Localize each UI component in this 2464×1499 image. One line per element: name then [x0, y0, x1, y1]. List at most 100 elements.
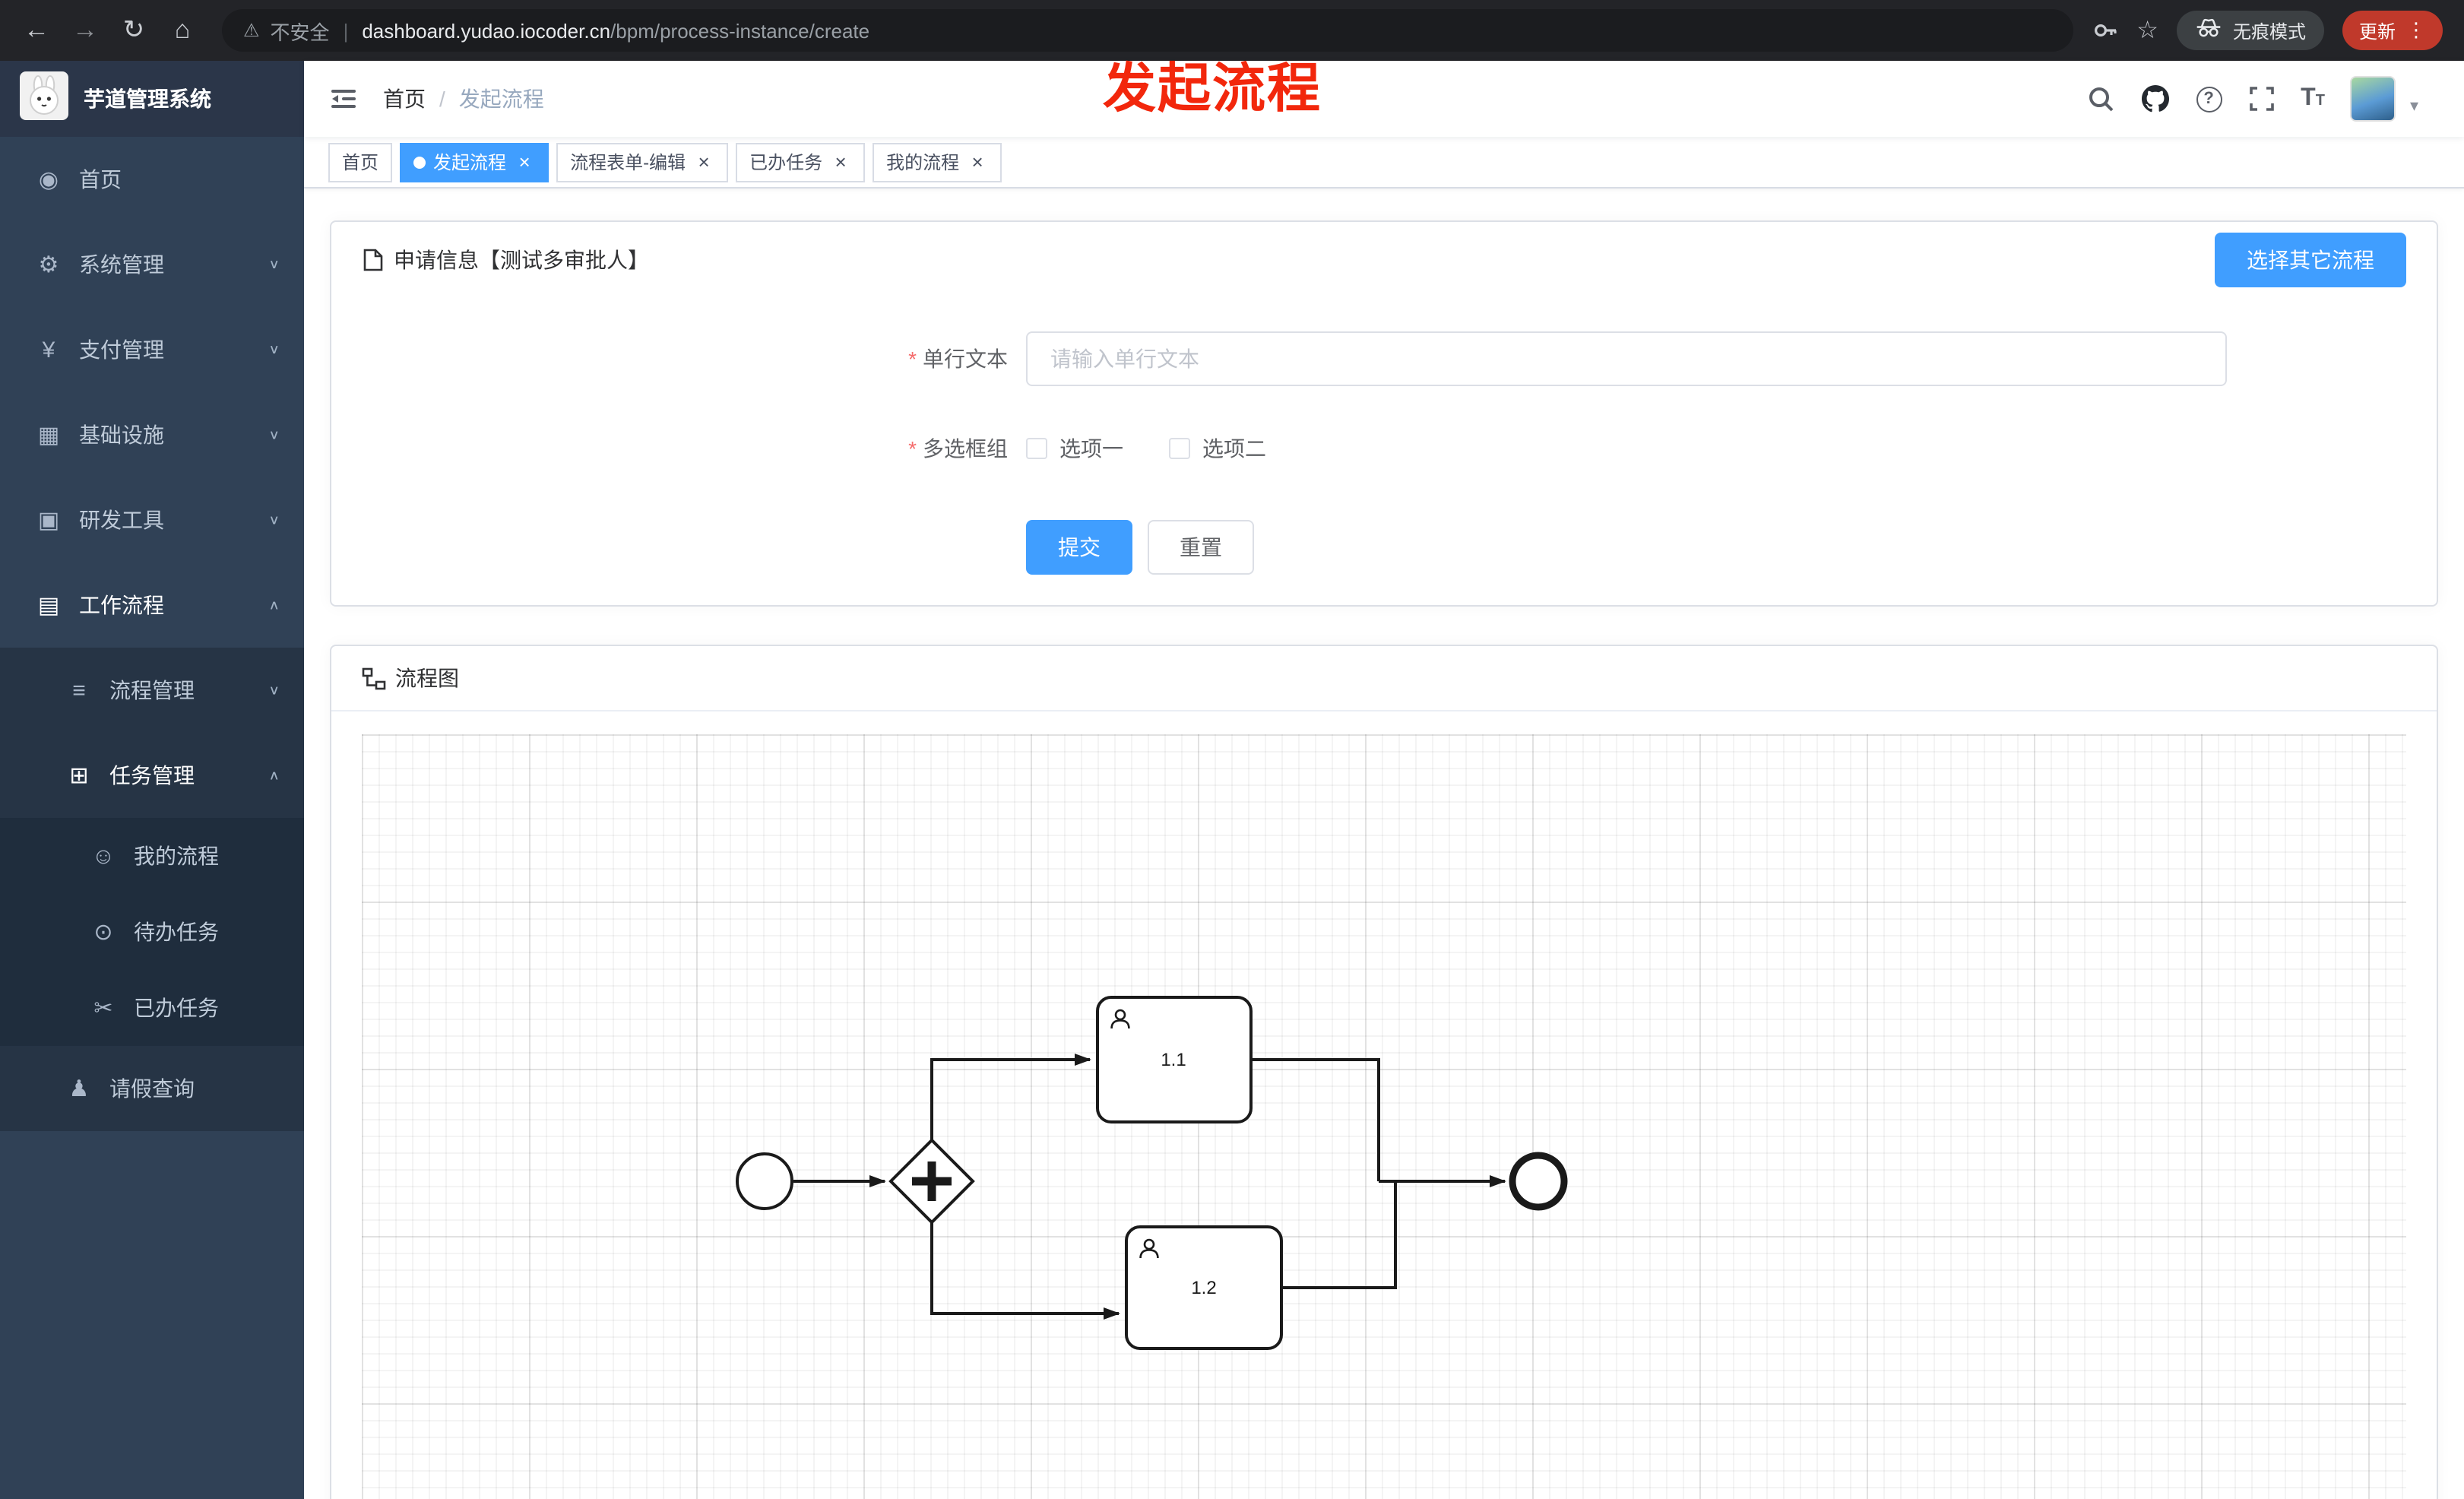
- chrome-toolbar-right: ☆ 无痕模式 更新 ⋮: [2091, 11, 2449, 50]
- flow-task2-to-join[interactable]: [1281, 1181, 1397, 1289]
- process-diagram-header: 流程图: [331, 646, 2437, 711]
- reload-button[interactable]: ↻: [122, 15, 145, 44]
- sidebar: 芋道管理系统 ◉ 首页 ⚙ 系统管理 ∨ ¥ 支付管理 ∨ ▦: [0, 61, 304, 1499]
- fullscreen-icon[interactable]: [2247, 85, 2275, 113]
- search-icon[interactable]: [2086, 85, 2114, 113]
- parallel-gateway-node[interactable]: [888, 1138, 975, 1225]
- end-event-node[interactable]: [1509, 1152, 1568, 1211]
- flow-gateway-to-task1[interactable]: [930, 1054, 1091, 1140]
- help-icon[interactable]: ?: [2196, 86, 2222, 112]
- task-management-icon: ⊞: [69, 763, 89, 789]
- sidebar-item-system-management[interactable]: ⚙ 系统管理 ∨: [0, 222, 304, 307]
- sidebar-item-done-task[interactable]: ✂ 已办任务: [0, 970, 304, 1046]
- forward-button[interactable]: →: [72, 15, 98, 44]
- tab-my-process[interactable]: 我的流程 ×: [873, 142, 1002, 182]
- submit-button[interactable]: 提交: [1026, 520, 1132, 575]
- address-bar[interactable]: ⚠ 不安全 | dashboard.yudao.iocoder.cn/bpm/p…: [222, 9, 2073, 52]
- incognito-label: 无痕模式: [2232, 21, 2306, 42]
- logo[interactable]: 芋道管理系统: [0, 61, 304, 137]
- form-actions-row: 提交 重置: [813, 520, 2406, 575]
- workflow-icon: ▤: [37, 593, 60, 619]
- tabs-bar: 首页 发起流程 × 流程表单-编辑 × 已办任务 × 我的流程 ×: [304, 137, 2464, 189]
- dashboard-icon: ◉: [38, 167, 59, 193]
- required-marker: *: [908, 347, 917, 371]
- browser-chrome: ← → ↻ ⌂ ⚠ 不安全 | dashboard.yudao.iocoder.…: [0, 0, 2464, 61]
- github-icon[interactable]: [2139, 84, 2170, 114]
- document-icon: [362, 248, 385, 272]
- breadcrumb-separator: /: [439, 87, 445, 111]
- single-line-text-input[interactable]: [1026, 331, 2227, 386]
- gear-icon: ⚙: [38, 252, 59, 278]
- chevron-down-icon: ∨: [268, 512, 280, 528]
- not-secure-warning-icon: ⚠: [243, 20, 260, 41]
- tab-done-task[interactable]: 已办任务 ×: [736, 142, 866, 182]
- page-content: 申请信息【测试多审批人】 选择其它流程 *单行文本 *多选框组: [304, 189, 2464, 1499]
- checkbox-option-2[interactable]: 选项二: [1169, 433, 1266, 464]
- checkbox-option-1[interactable]: 选项一: [1026, 433, 1123, 464]
- top-navbar: 首页 / 发起流程 ?: [304, 61, 2464, 137]
- close-icon[interactable]: ×: [698, 150, 710, 173]
- incognito-badge: 无痕模式: [2176, 11, 2324, 50]
- caret-down-icon[interactable]: ▾: [2409, 97, 2418, 116]
- sidebar-item-workflow[interactable]: ▤ 工作流程 ∧: [0, 563, 304, 648]
- chevron-down-icon: ∨: [268, 427, 280, 442]
- sidebar-item-my-process[interactable]: ☺ 我的流程: [0, 818, 304, 894]
- checkbox-group-label: 多选框组: [923, 436, 1008, 461]
- user-task-1-node[interactable]: 1.1: [1096, 996, 1253, 1123]
- menu-dots-icon[interactable]: ⋮: [2406, 18, 2426, 41]
- active-tab-dot-icon: [413, 156, 426, 168]
- tab-home[interactable]: 首页: [328, 142, 393, 182]
- bpmn-canvas[interactable]: 1.1 1.2: [362, 734, 2406, 1499]
- sidebar-item-process-management[interactable]: ≡ 流程管理 ∨: [0, 648, 304, 733]
- not-secure-label: 不安全: [270, 21, 330, 43]
- url-text: dashboard.yudao.iocoder.cn/bpm/process-i…: [362, 19, 869, 42]
- tab-create-process[interactable]: 发起流程 ×: [400, 142, 549, 182]
- chevron-up-icon: ∧: [268, 768, 280, 783]
- sidebar-item-infrastructure[interactable]: ▦ 基础设施 ∨: [0, 392, 304, 477]
- done-task-icon: ✂: [93, 996, 113, 1022]
- person-icon: ♟: [68, 1076, 90, 1102]
- flow-task1-to-join[interactable]: [1251, 1058, 1380, 1181]
- process-diagram-card: 流程图: [330, 645, 2438, 1499]
- required-marker: *: [908, 436, 917, 461]
- devtools-icon: ▣: [37, 508, 60, 534]
- update-label: 更新: [2358, 21, 2396, 42]
- close-icon[interactable]: ×: [971, 150, 983, 173]
- select-other-process-button[interactable]: 选择其它流程: [2215, 233, 2406, 287]
- sidebar-item-task-management[interactable]: ⊞ 任务管理 ∧: [0, 733, 304, 818]
- start-event-node[interactable]: [736, 1152, 793, 1210]
- flow-gateway-to-task2[interactable]: [930, 1222, 1120, 1320]
- single-line-label: 单行文本: [923, 347, 1008, 371]
- chevron-down-icon: ∨: [268, 257, 280, 272]
- sidebar-item-home[interactable]: ◉ 首页: [0, 137, 304, 222]
- close-icon[interactable]: ×: [518, 150, 530, 173]
- process-management-icon: ≡: [72, 677, 86, 703]
- reset-button[interactable]: 重置: [1148, 520, 1254, 575]
- home-button[interactable]: ⌂: [174, 15, 191, 44]
- sidebar-item-todo-task[interactable]: ⊙ 待办任务: [0, 894, 304, 970]
- user-task-2-node[interactable]: 1.2: [1125, 1225, 1283, 1350]
- close-icon[interactable]: ×: [835, 150, 847, 173]
- avatar[interactable]: [2350, 76, 2396, 122]
- sidebar-item-leave-query[interactable]: ♟ 请假查询: [0, 1046, 304, 1131]
- checkbox-icon[interactable]: [1026, 438, 1047, 459]
- chevron-down-icon: ∨: [268, 342, 280, 357]
- tab-process-form-edit[interactable]: 流程表单-编辑 ×: [556, 142, 729, 182]
- sidebar-collapse-button[interactable]: [328, 84, 359, 114]
- logo-avatar: [20, 71, 68, 127]
- sidebar-item-devtools[interactable]: ▣ 研发工具 ∨: [0, 477, 304, 563]
- star-icon[interactable]: ☆: [2136, 18, 2158, 44]
- checkbox-icon[interactable]: [1169, 438, 1190, 459]
- update-button[interactable]: 更新 ⋮: [2342, 11, 2443, 50]
- breadcrumb-current: 发起流程: [458, 87, 544, 111]
- sidebar-item-payment-management[interactable]: ¥ 支付管理 ∨: [0, 307, 304, 392]
- breadcrumb-home[interactable]: 首页: [383, 87, 426, 111]
- key-icon[interactable]: [2091, 17, 2118, 44]
- application-info-card: 申请信息【测试多审批人】 选择其它流程 *单行文本 *多选框组: [330, 220, 2438, 607]
- user-icon: [1110, 1009, 1130, 1029]
- back-button[interactable]: ←: [24, 15, 49, 44]
- url-divider: |: [343, 19, 349, 42]
